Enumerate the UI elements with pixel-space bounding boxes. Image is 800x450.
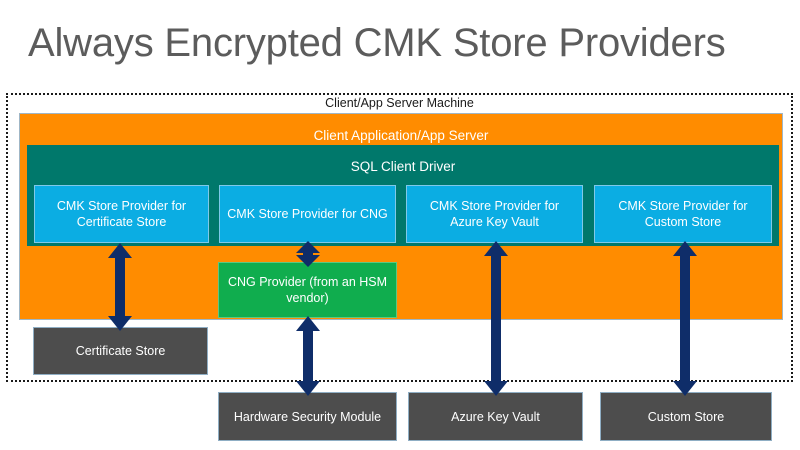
provider-box-cng[interactable]: CMK Store Provider for CNG bbox=[219, 185, 396, 243]
provider-box-custom-store[interactable]: CMK Store Provider for Custom Store bbox=[594, 185, 772, 243]
client-app-server-machine-boundary bbox=[6, 93, 793, 382]
connector-cng-provider bbox=[295, 241, 321, 267]
connector-certificate-store bbox=[107, 243, 133, 331]
provider-box-azure-key-vault[interactable]: CMK Store Provider for Azure Key Vault bbox=[406, 185, 583, 243]
cng-provider-box[interactable]: CNG Provider (from an HSM vendor) bbox=[218, 262, 397, 318]
page-title: Always Encrypted CMK Store Providers bbox=[28, 21, 726, 65]
store-box-custom-store[interactable]: Custom Store bbox=[600, 392, 772, 441]
connector-custom-store bbox=[672, 241, 698, 396]
client-application-label: Client Application/App Server bbox=[313, 128, 489, 143]
sql-client-driver-label: SQL Client Driver bbox=[350, 159, 456, 174]
store-box-hardware-security-module[interactable]: Hardware Security Module bbox=[218, 392, 397, 441]
store-box-azure-key-vault[interactable]: Azure Key Vault bbox=[408, 392, 583, 441]
provider-box-certificate-store[interactable]: CMK Store Provider for Certificate Store bbox=[34, 185, 209, 243]
connector-azure-key-vault bbox=[483, 241, 509, 396]
store-box-certificate-store[interactable]: Certificate Store bbox=[33, 327, 208, 375]
machine-boundary-label: Client/App Server Machine bbox=[325, 96, 474, 110]
connector-hardware-security-module bbox=[295, 316, 321, 396]
